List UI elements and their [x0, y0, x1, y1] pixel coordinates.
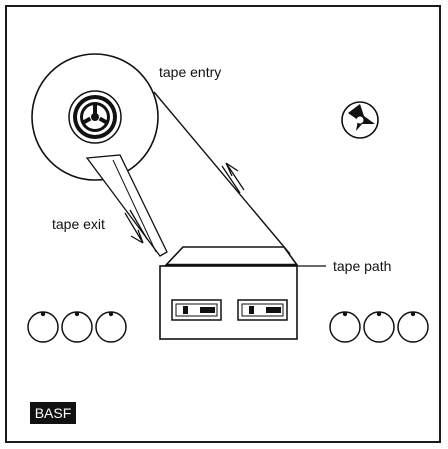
label-tape-entry: tape entry: [159, 64, 222, 80]
arrow-down-icon: [124, 209, 148, 244]
label-tape-path: tape path: [333, 258, 392, 274]
tape-exit-inner: [112, 159, 157, 253]
knob-icon[interactable]: [61, 311, 93, 343]
arrow-up-icon: [221, 162, 245, 194]
tape-line-entry: [153, 91, 291, 255]
level-meter-right: [237, 299, 288, 321]
spindle-icon: [341, 101, 379, 139]
label-tape-exit: tape exit: [52, 216, 105, 232]
tape-exit-strip: [85, 154, 168, 257]
knob-icon[interactable]: [27, 311, 59, 343]
knob-icon[interactable]: [95, 311, 127, 343]
head-cover: [164, 246, 299, 267]
knob-icon[interactable]: [397, 311, 429, 343]
knob-icon[interactable]: [329, 311, 361, 343]
reel-hub-icon: [68, 90, 122, 144]
level-meter-left: [171, 299, 222, 321]
knob-icon[interactable]: [363, 311, 395, 343]
brand-logo: BASF: [30, 402, 76, 424]
